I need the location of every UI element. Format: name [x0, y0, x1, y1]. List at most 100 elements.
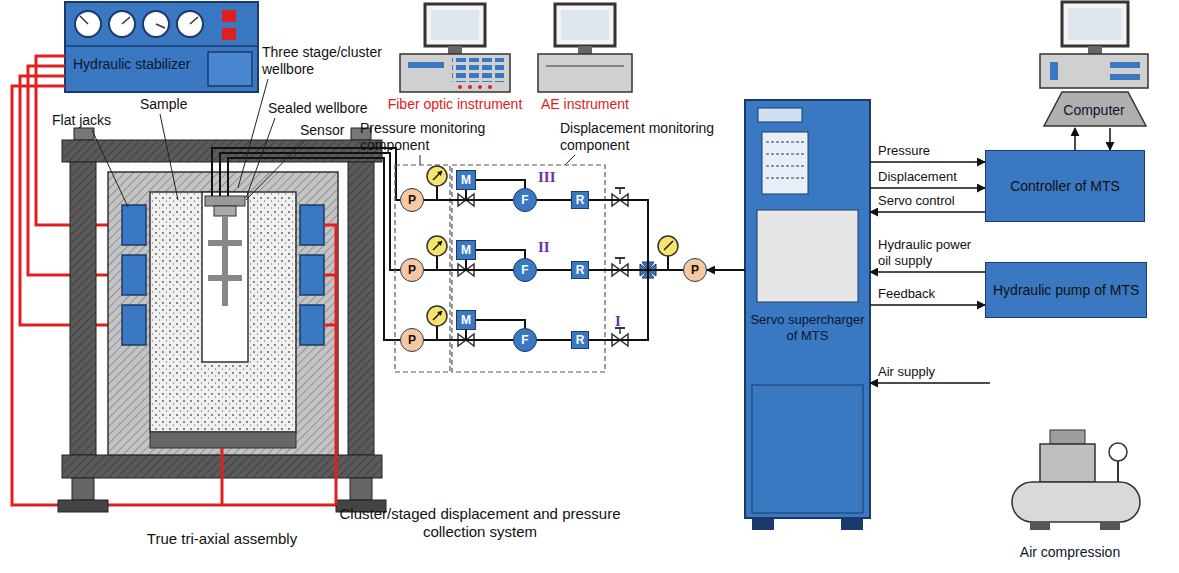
node-label: Servo supercharger of MTS — [747, 312, 868, 344]
air-compressor-icon — [1030, 522, 1050, 530]
servo-cabinet — [766, 154, 804, 155]
air-compressor-icon — [1012, 482, 1140, 522]
pipe-line — [537, 269, 571, 271]
fiber-optic-computer — [458, 85, 462, 89]
computer-icon — [1062, 2, 1128, 46]
node-label: R — [576, 194, 585, 206]
stabilizer-panel — [65, 45, 258, 47]
signal-arrow — [870, 211, 985, 213]
fiber-optic-computer — [488, 85, 492, 89]
fiber-optic-computer — [400, 54, 510, 92]
manifold — [667, 256, 669, 270]
computer-icon — [1088, 46, 1102, 54]
regulator: R — [571, 191, 589, 209]
wellbore-pipe — [212, 148, 400, 340]
servo-cabinet — [752, 518, 774, 530]
specimen-housing — [108, 172, 338, 455]
hydraulic-stabilizer: Hydraulic stabilizer — [65, 2, 258, 92]
signal-arrow — [870, 271, 985, 273]
pipe-line — [424, 269, 513, 271]
component-label: Pressure monitoring component — [360, 120, 500, 154]
stabilizer-panel — [190, 17, 198, 24]
specimen-housing — [150, 432, 296, 448]
instrument-label: AE instrument — [541, 96, 629, 113]
air-compressor-icon — [1117, 461, 1119, 482]
flat-jack — [300, 255, 324, 295]
pipe-line — [707, 269, 745, 271]
valve-motor: M — [456, 170, 476, 190]
stabilizer-panel — [143, 11, 169, 37]
component-label: Displacement monitoring component — [560, 120, 750, 154]
ae-computer — [578, 46, 592, 54]
signal-arrow — [1074, 128, 1076, 150]
leader-line — [92, 130, 128, 207]
servo-cabinet — [745, 100, 870, 530]
node-label: P — [408, 264, 416, 276]
signal-arrow — [870, 304, 985, 306]
stage-number: I — [615, 312, 621, 330]
valve-motor: M — [456, 310, 476, 330]
leader-line — [420, 155, 421, 165]
servo-cabinet — [745, 100, 870, 518]
flat-jack — [122, 305, 146, 345]
computer-icon — [1110, 74, 1140, 80]
part-label: Flat jacks — [52, 112, 111, 129]
fiber-optic-computer — [425, 4, 485, 46]
fiber-optic-computer — [452, 58, 504, 82]
pipe-line — [476, 180, 525, 188]
node-label: M — [461, 314, 471, 326]
hydraulic-line — [324, 274, 336, 277]
pipe-line — [424, 199, 513, 201]
stabilizer-panel — [222, 10, 236, 22]
edge-label: Hydraulic power oil supply — [878, 237, 979, 269]
wellbore — [222, 216, 228, 306]
hydraulic-pump-box: Hydraulic pump of MTS — [985, 262, 1147, 318]
figure-caption: Cluster/staged displacement and pressure… — [330, 505, 630, 541]
valve-motor: M — [456, 240, 476, 260]
stage-number: II — [538, 238, 550, 256]
edge-label: Air supply — [878, 364, 935, 380]
leader-line — [246, 118, 275, 198]
air-compressor-icon — [1012, 430, 1140, 530]
wellbore-pipe — [212, 148, 400, 200]
fiber-optic-computer — [431, 10, 479, 40]
stabilizer-panel — [222, 28, 236, 40]
fiber-optic-computer — [468, 85, 472, 89]
monitoring-bracket — [395, 165, 605, 372]
pipe-line — [424, 339, 513, 341]
regulator: R — [571, 261, 589, 279]
loading-frame — [58, 128, 386, 512]
wellbore-pipe — [228, 158, 400, 340]
node-label: M — [461, 174, 471, 186]
wellbore — [208, 275, 242, 281]
servo-cabinet — [762, 132, 808, 194]
air-compressor-icon — [1109, 443, 1127, 461]
ae-computer — [538, 4, 632, 92]
manifold — [664, 241, 673, 250]
fiber-optic-computer — [400, 4, 510, 92]
flat-jack — [122, 205, 146, 245]
flow-meter: F — [513, 188, 537, 212]
node-label: P — [691, 264, 699, 276]
manifold — [658, 236, 678, 256]
edge-label: Feedback — [878, 286, 935, 302]
edge-label: Displacement — [878, 169, 957, 185]
hydraulic-line — [324, 225, 336, 505]
node-label: P — [408, 334, 416, 346]
computer: Computer — [1040, 2, 1148, 128]
controller-box: Controller of MTS — [985, 150, 1145, 222]
wellbore — [202, 192, 248, 362]
computer-icon — [1050, 62, 1058, 80]
stabilizer-panel — [109, 11, 135, 37]
edge-label: Servo control — [878, 193, 955, 209]
ae-computer — [561, 10, 609, 40]
computer-icon — [1110, 62, 1140, 68]
servo-cabinet — [758, 108, 802, 122]
stabilizer-panel — [208, 52, 252, 86]
pipe-line — [589, 200, 683, 270]
figure-caption: True tri-axial assembly — [147, 530, 297, 548]
wellbore — [202, 192, 248, 362]
node-label: F — [521, 334, 528, 346]
